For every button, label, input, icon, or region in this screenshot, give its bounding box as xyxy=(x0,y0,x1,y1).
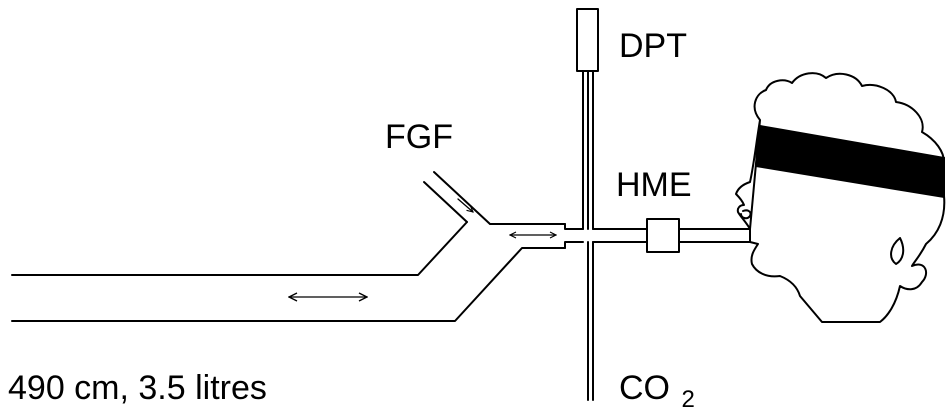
hme-filter xyxy=(640,218,686,253)
tube-spec-label: 490 cm, 3.5 litres xyxy=(8,369,267,407)
co2-sampling-line xyxy=(587,241,594,401)
fgf-label: FGF xyxy=(385,118,453,156)
hme-body xyxy=(640,218,686,253)
co2-label-subscript: 2 xyxy=(681,386,694,412)
fgf-inlet-left-wall xyxy=(423,181,468,223)
mouthpiece xyxy=(684,228,751,243)
subject-head xyxy=(735,72,946,323)
lips xyxy=(740,209,752,220)
t-piece-left-step-upper xyxy=(564,223,584,230)
y-piece xyxy=(510,223,584,249)
dpt-sensor xyxy=(576,8,599,230)
breathing-tube-lower-wall xyxy=(11,247,566,322)
dpt-box xyxy=(576,8,599,72)
hme-label: HME xyxy=(616,166,692,204)
head-outline xyxy=(735,72,946,323)
blindfold xyxy=(754,124,945,199)
co2-label: CO 2 xyxy=(619,369,695,412)
fgf-inlet-right-wall xyxy=(433,171,566,225)
breathing-tube xyxy=(11,221,566,322)
breathing-tube-upper-wall xyxy=(11,221,468,276)
co2-label-main: CO xyxy=(619,369,670,407)
fgf-inlet xyxy=(423,171,566,225)
fgf-flow-arrow xyxy=(457,198,473,212)
ear xyxy=(890,237,905,265)
dpt-label: DPT xyxy=(619,27,687,65)
t-piece-to-hme-tube xyxy=(592,228,642,243)
t-piece-left-step-lower xyxy=(564,241,584,249)
